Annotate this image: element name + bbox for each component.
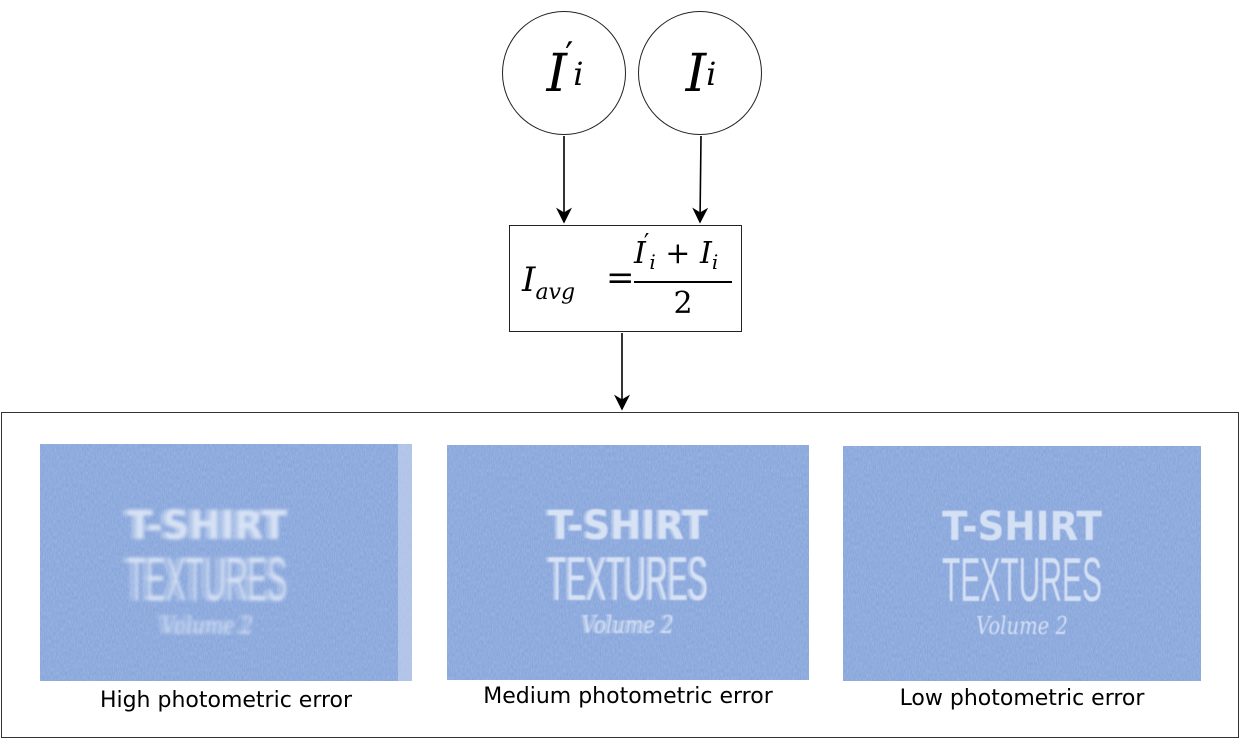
node-i-symbol: I — [685, 44, 707, 104]
formula-lhs-subscript: avg — [535, 280, 576, 305]
fabric-noise — [40, 444, 412, 681]
edge-artifact — [398, 444, 412, 681]
overlay-title-line1: T-SHIRT — [546, 503, 707, 549]
results-panel — [1, 412, 1239, 738]
node-i-prime-mark: ′ — [565, 35, 574, 77]
overlay-title-line1: T-SHIRT — [127, 503, 288, 549]
overlay-title-line1: T-SHIRT — [942, 504, 1103, 550]
num-b-subscript: i — [711, 250, 719, 274]
formula-denominator: 2 — [673, 286, 693, 321]
formula-equals: = — [606, 258, 635, 298]
node-i-subscript: i — [706, 55, 717, 93]
overlay-title-line2: TEXTURES — [548, 545, 708, 614]
overlay-title-line2: TEXTURES — [127, 545, 287, 614]
overlay-title-line3: Volume 2 — [582, 611, 674, 639]
overlay-title-line2: TEXTURES — [122, 545, 282, 614]
formula-numerator: I′i + Ii — [634, 229, 719, 274]
num-a-symbol: I — [634, 236, 646, 271]
overlay-title-line1: T-SHIRT — [548, 503, 709, 549]
num-a-prime: ′ — [643, 229, 650, 257]
fabric-noise — [843, 446, 1201, 681]
fabric-noise — [447, 445, 809, 680]
caption-low: Low photometric error — [899, 686, 1145, 711]
num-a-subscript: i — [649, 250, 656, 274]
num-b-symbol: I — [699, 236, 712, 271]
node-i-prime-symbol: I — [546, 44, 568, 104]
arrow-right-node-to-formula — [692, 135, 709, 224]
overlay-title-line3: Volume 2 — [976, 612, 1068, 640]
formula-lhs-symbol: I — [522, 260, 536, 300]
formula-lhs: Iavg — [522, 260, 575, 305]
overlay-title-line3: Volume 2 — [156, 612, 248, 640]
fraction-bar — [634, 281, 732, 283]
node-i-prime: I′i — [502, 11, 626, 135]
formula-box: Iavg = I′i + Ii 2 — [509, 225, 742, 332]
node-i-prime-subscript: i — [573, 55, 584, 93]
caption-high: High photometric error — [99, 688, 353, 713]
num-plus: + — [665, 236, 691, 271]
overlay-title-line2: TEXTURES — [546, 545, 706, 614]
overlay-title-line3: Volume 2 — [580, 611, 672, 639]
overlay-title-line3: Volume 2 — [161, 612, 253, 640]
overlay-title-line1: T-SHIRT — [122, 503, 283, 549]
overlay-title-line2: TEXTURES — [942, 546, 1102, 615]
caption-medium: Medium photometric error — [483, 684, 773, 709]
